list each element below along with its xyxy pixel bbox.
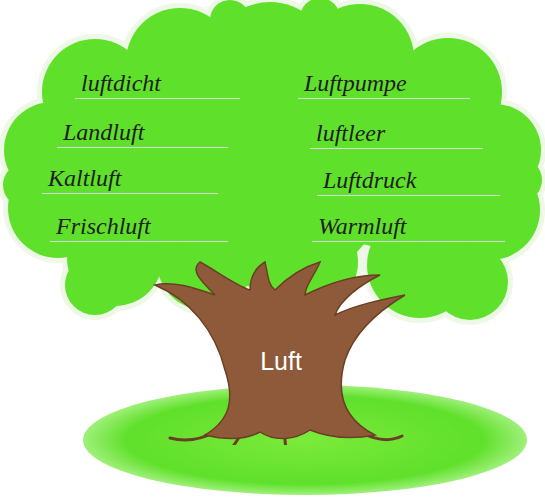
canopy-blob [432,244,508,320]
compound-word: Kaltluft [42,163,218,194]
root-word: Luft [150,347,412,376]
compound-word: Luftdruck [317,165,500,196]
compound-word: luftleer [310,118,483,149]
tree-trunk: Luft [150,255,430,445]
compound-word: Frischluft [50,211,228,242]
canopy-blob [210,0,250,40]
compound-word: Luftpumpe [298,68,470,99]
compound-word: Warmluft [312,211,505,242]
compound-word: Landluft [57,117,228,148]
compound-word: luftdicht [75,68,240,99]
tree-canopy: luftdicht LuftpumpeLandluft luftleerKaltlu… [0,0,545,330]
canopy-blob [300,0,340,38]
canopy-blob [65,255,125,315]
canopy-blob [498,158,542,202]
canopy-blob [3,163,47,207]
